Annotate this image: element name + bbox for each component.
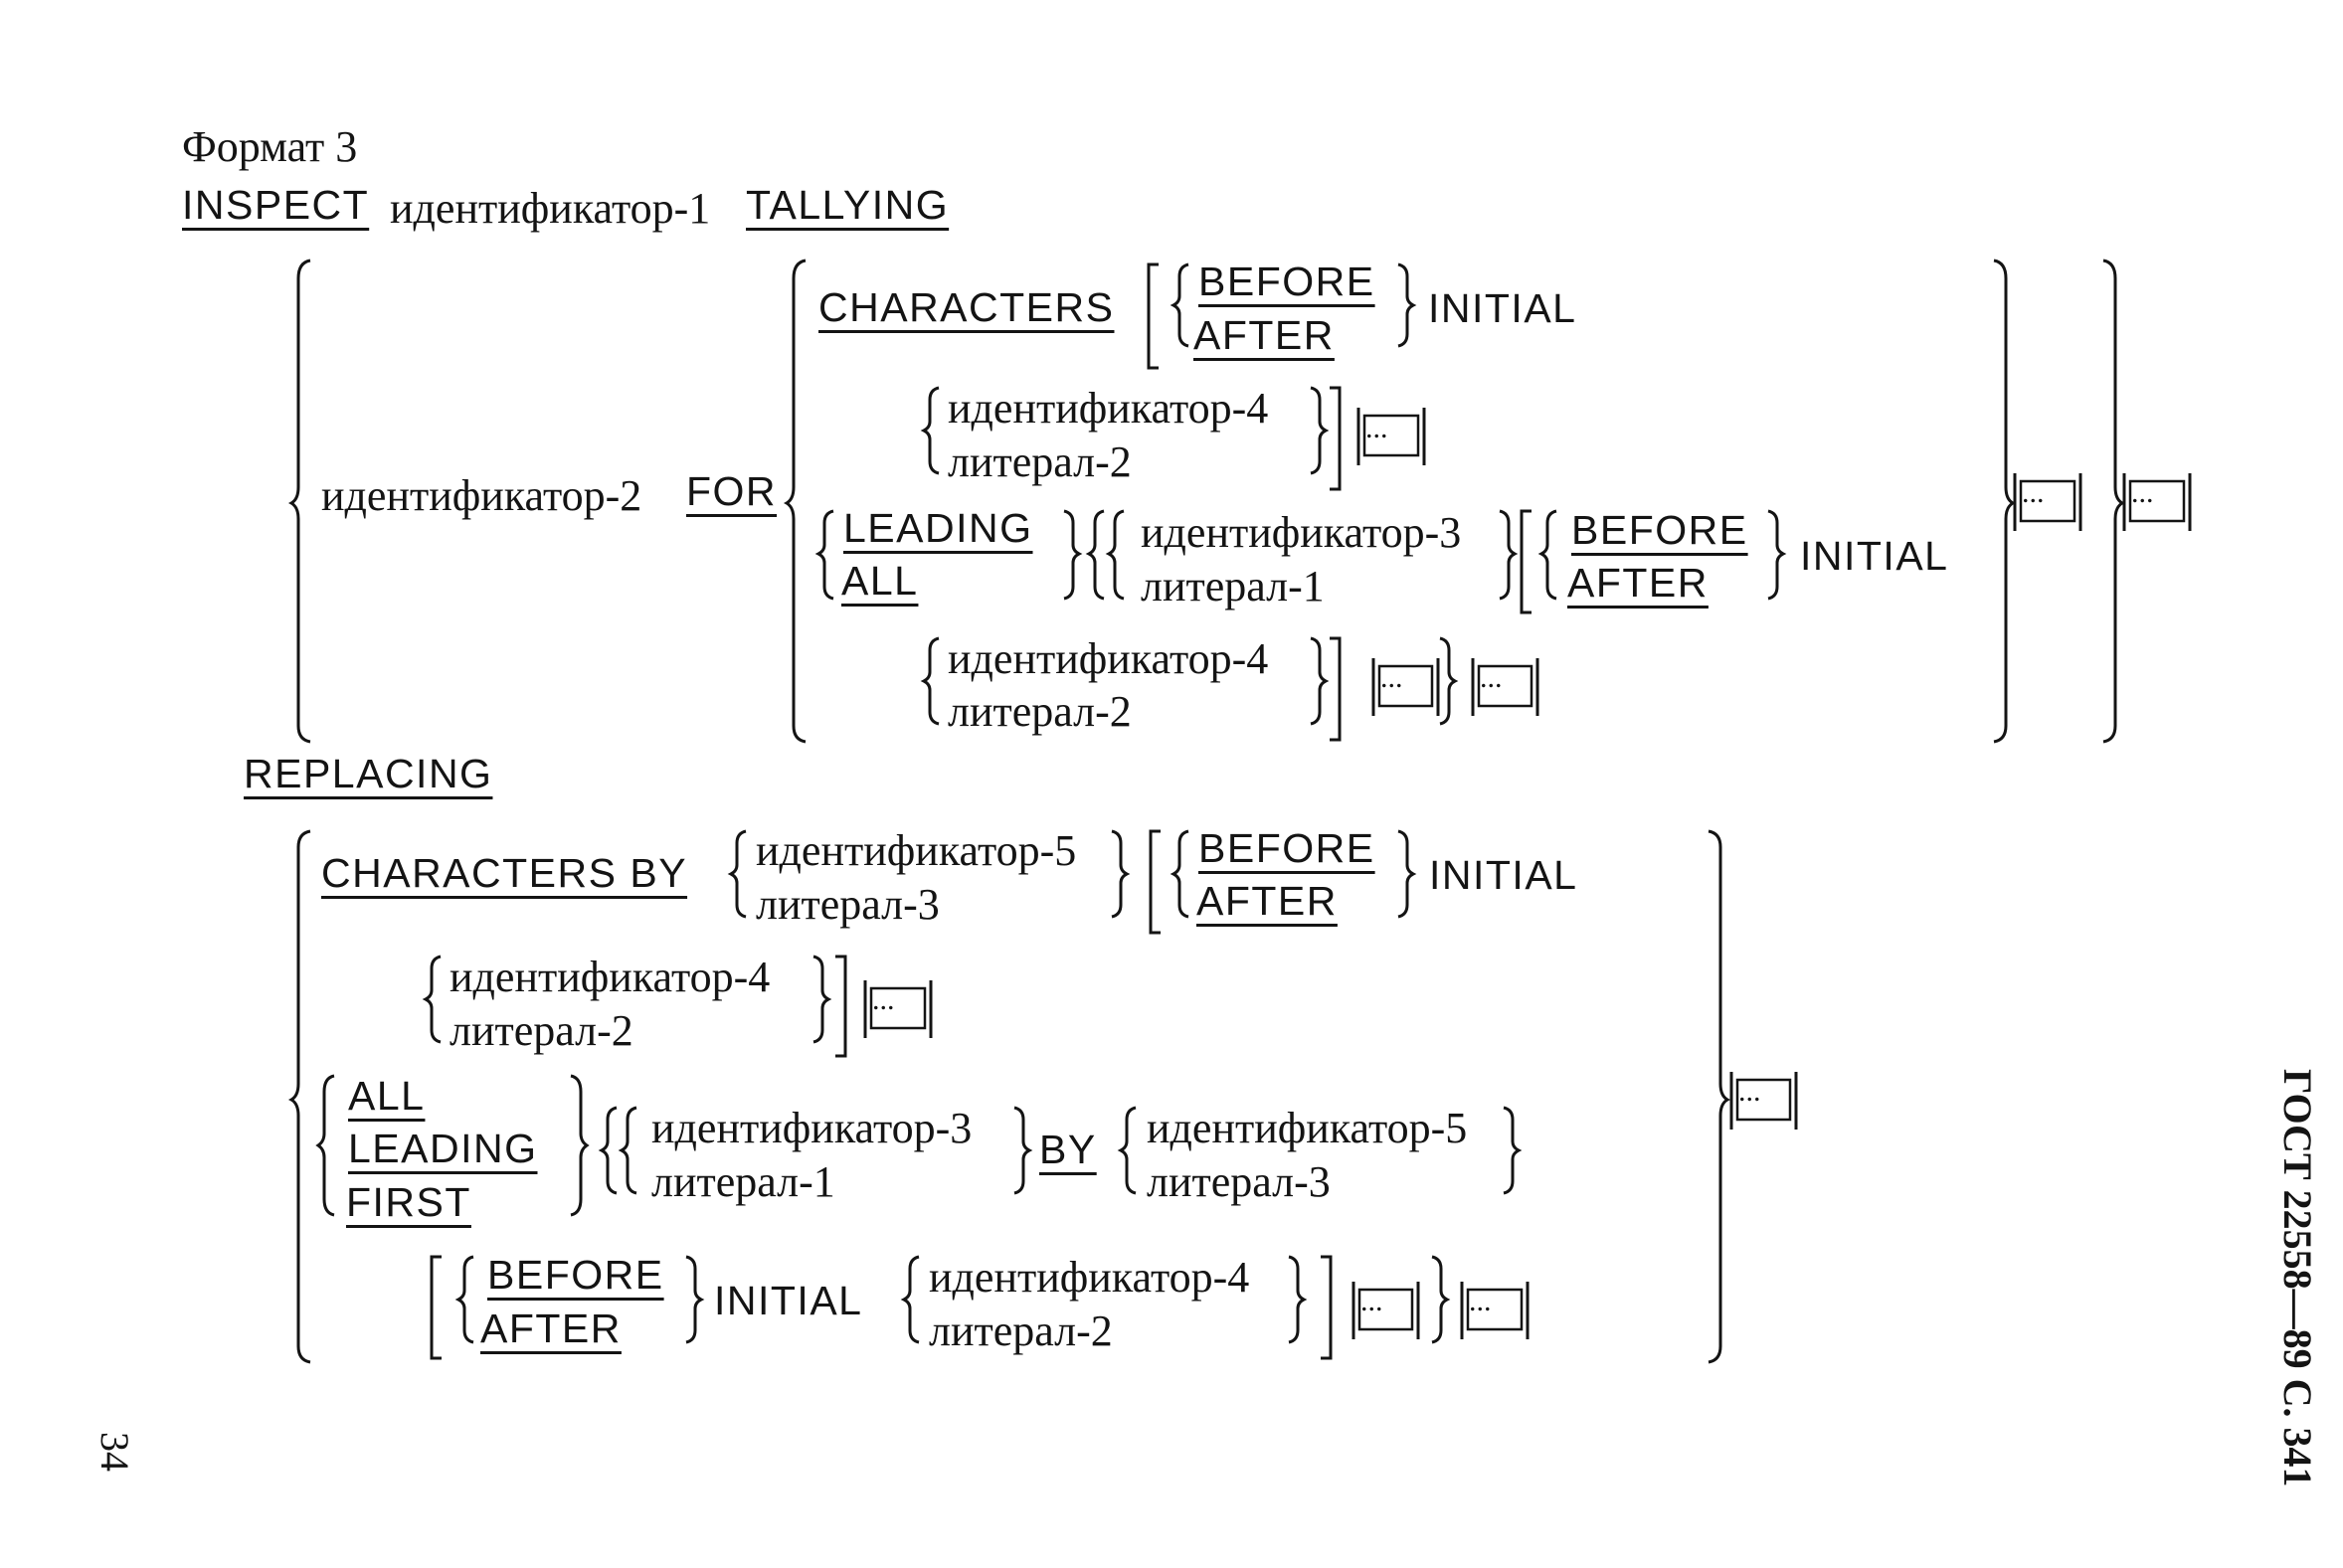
keyword-leading: LEADING xyxy=(348,1126,538,1171)
identifier-1: идентификатор-1 xyxy=(390,184,711,233)
ellipsis-box xyxy=(2013,473,2082,531)
identifier-4: идентификатор-4 xyxy=(450,953,771,1001)
keyword-before: BEFORE xyxy=(1198,259,1375,304)
identifier-4: идентификатор-4 xyxy=(929,1253,1250,1302)
keyword-for: FOR xyxy=(686,468,778,514)
literal-2: литерал-2 xyxy=(450,1006,633,1055)
keyword-after: AFTER xyxy=(480,1306,622,1351)
ellipsis-box xyxy=(1729,1072,1798,1130)
literal-3: литерал-3 xyxy=(1147,1157,1331,1206)
ellipsis-box xyxy=(1352,1282,1420,1339)
ellipsis: ... xyxy=(1380,661,1403,694)
keyword-first: FIRST xyxy=(346,1179,471,1225)
ellipsis-box xyxy=(1371,658,1440,716)
literal-2: литерал-2 xyxy=(948,687,1132,736)
ellipsis: ... xyxy=(2131,476,2154,509)
identifier-5: идентификатор-5 xyxy=(756,826,1077,875)
ellipsis: ... xyxy=(1365,412,1388,444)
ellipsis-box xyxy=(2122,473,2192,531)
identifier-5: идентификатор-5 xyxy=(1147,1104,1468,1152)
keyword-inspect: INSPECT xyxy=(182,182,370,228)
keyword-initial: INITIAL xyxy=(714,1278,863,1323)
keyword-before: BEFORE xyxy=(1198,825,1375,871)
keyword-by: BY xyxy=(1039,1127,1097,1172)
ellipsis: ... xyxy=(1360,1285,1383,1317)
ellipsis-box xyxy=(1460,1282,1530,1339)
literal-2: литерал-2 xyxy=(929,1307,1113,1355)
ellipsis: ... xyxy=(1469,1285,1492,1317)
keyword-initial: INITIAL xyxy=(1429,852,1578,898)
identifier-4: идентификатор-4 xyxy=(948,634,1269,683)
keyword-initial: INITIAL xyxy=(1800,533,1949,579)
keyword-after: AFTER xyxy=(1196,878,1338,924)
keyword-all: ALL xyxy=(348,1073,426,1119)
ellipsis-box xyxy=(863,980,933,1038)
identifier-4: идентификатор-4 xyxy=(948,384,1269,433)
literal-2: литерал-2 xyxy=(948,437,1132,486)
format-title: Формат 3 xyxy=(182,122,358,171)
keyword-after: AFTER xyxy=(1567,560,1709,606)
ellipsis-box xyxy=(1356,408,1426,465)
identifier-3: идентификатор-3 xyxy=(651,1104,973,1152)
keyword-replacing: REPLACING xyxy=(244,751,493,796)
ellipsis: ... xyxy=(872,983,895,1016)
keyword-before: BEFORE xyxy=(487,1252,664,1298)
identifier-2: идентификатор-2 xyxy=(321,471,642,520)
ellipsis: ... xyxy=(1480,661,1503,694)
keyword-all: ALL xyxy=(841,558,919,604)
identifier-3: идентификатор-3 xyxy=(1141,508,1462,557)
keyword-after: AFTER xyxy=(1193,312,1335,358)
keyword-characters-by: CHARACTERS BY xyxy=(321,850,688,896)
keyword-tallying: TALLYING xyxy=(746,182,950,228)
keyword-initial: INITIAL xyxy=(1428,285,1577,331)
keyword-characters: CHARACTERS xyxy=(818,284,1115,330)
ellipsis: ... xyxy=(2022,476,2045,509)
ellipsis-box xyxy=(1471,658,1539,716)
keyword-leading: LEADING xyxy=(843,505,1033,551)
literal-1: литерал-1 xyxy=(1141,562,1325,610)
literal-3: литерал-3 xyxy=(756,880,940,929)
ellipsis: ... xyxy=(1738,1075,1761,1108)
literal-1: литерал-1 xyxy=(651,1157,835,1206)
keyword-before: BEFORE xyxy=(1571,507,1748,553)
